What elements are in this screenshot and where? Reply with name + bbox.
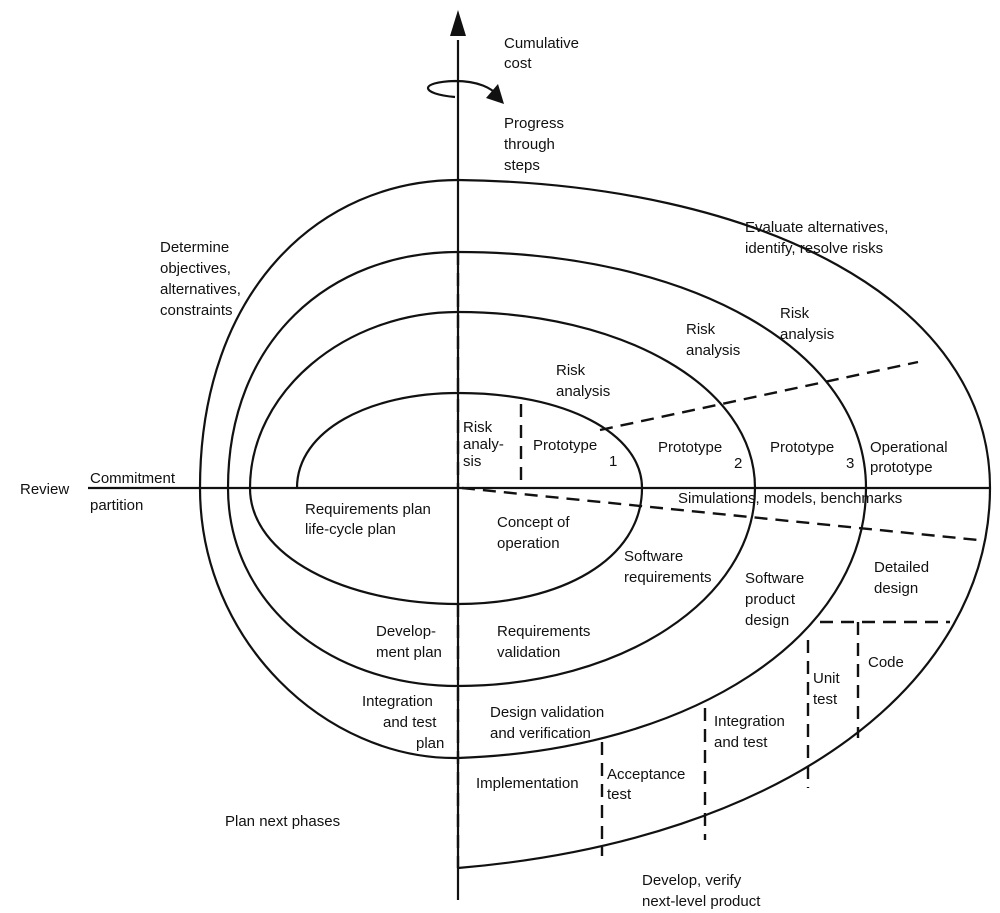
integration-test-label: Integration and test — [714, 713, 789, 751]
code-label: Code — [868, 654, 904, 671]
prototype-3-label: Prototype — [770, 439, 834, 456]
quadrant-develop-label: Develop, verify next-level product — [642, 872, 761, 910]
risk-analysis-0-label: Risk analy- sis — [463, 419, 508, 470]
commitment-partition-label: Commitment partition — [90, 470, 179, 514]
cumulative-cost-label: Cumulative cost — [504, 35, 583, 72]
design-validation-label: Design validation and verification — [490, 704, 608, 742]
risk-analysis-2-label: Risk analysis — [686, 321, 740, 359]
partitions — [456, 252, 979, 868]
spiral-loop-2-bottom — [226, 487, 757, 688]
acceptance-test-label: Acceptance test — [607, 766, 690, 803]
prototype-1-number: 1 — [609, 453, 617, 470]
spiral-loop-3-bottom — [198, 487, 868, 760]
prototype-risk-divider — [599, 360, 919, 432]
spiral-loop-2-top — [248, 310, 757, 489]
quadrant-objectives-label: Determine objectives, alternatives, cons… — [160, 239, 245, 319]
software-product-design-label: Software product design — [745, 570, 808, 629]
simulations-label: Simulations, models, benchmarks — [678, 490, 902, 507]
risk-analysis-1-label: Risk analysis — [556, 362, 610, 400]
prototype-3-number: 3 — [846, 455, 854, 472]
rotation-arrow — [426, 79, 499, 99]
progress-label: Progress through steps — [504, 115, 568, 174]
risk-analysis-3-label: Risk analysis — [780, 305, 834, 343]
spiral-loop-4-bottom — [457, 487, 992, 870]
prototype-2-number: 2 — [734, 455, 742, 472]
development-plan-label: Develop- ment plan — [376, 623, 442, 661]
integration-test-plan-label: Integration and test plan — [362, 693, 444, 752]
spiral — [198, 178, 992, 870]
quadrant-plan-label: Plan next phases — [225, 813, 340, 830]
software-requirements-label: Software requirements — [624, 548, 712, 586]
implementation-label: Implementation — [476, 775, 579, 792]
rotation-arrowhead — [486, 84, 504, 104]
review-label: Review — [20, 481, 69, 498]
prototype-1-label: Prototype — [533, 437, 597, 454]
prototype-2-label: Prototype — [658, 439, 722, 456]
spiral-loop-4-top — [198, 178, 992, 489]
operational-prototype-label: Operational prototype — [870, 439, 952, 476]
vertical-axis-arrowhead — [450, 10, 466, 36]
concept-of-operation-label: Concept of operation — [497, 514, 574, 552]
detailed-design-label: Detailed design — [874, 559, 933, 597]
spiral-loop-1-top — [295, 391, 644, 489]
requirements-validation-label: Requirements validation — [497, 623, 595, 661]
spiral-loop-3-top — [226, 250, 868, 489]
quadrant-evaluate-label: Evaluate alternatives, identify, resolve… — [745, 219, 893, 257]
simulations-divider — [461, 486, 979, 542]
unit-test-label: Unit test — [813, 670, 844, 708]
requirements-plan-label: Requirements plan life-cycle plan — [305, 501, 435, 538]
